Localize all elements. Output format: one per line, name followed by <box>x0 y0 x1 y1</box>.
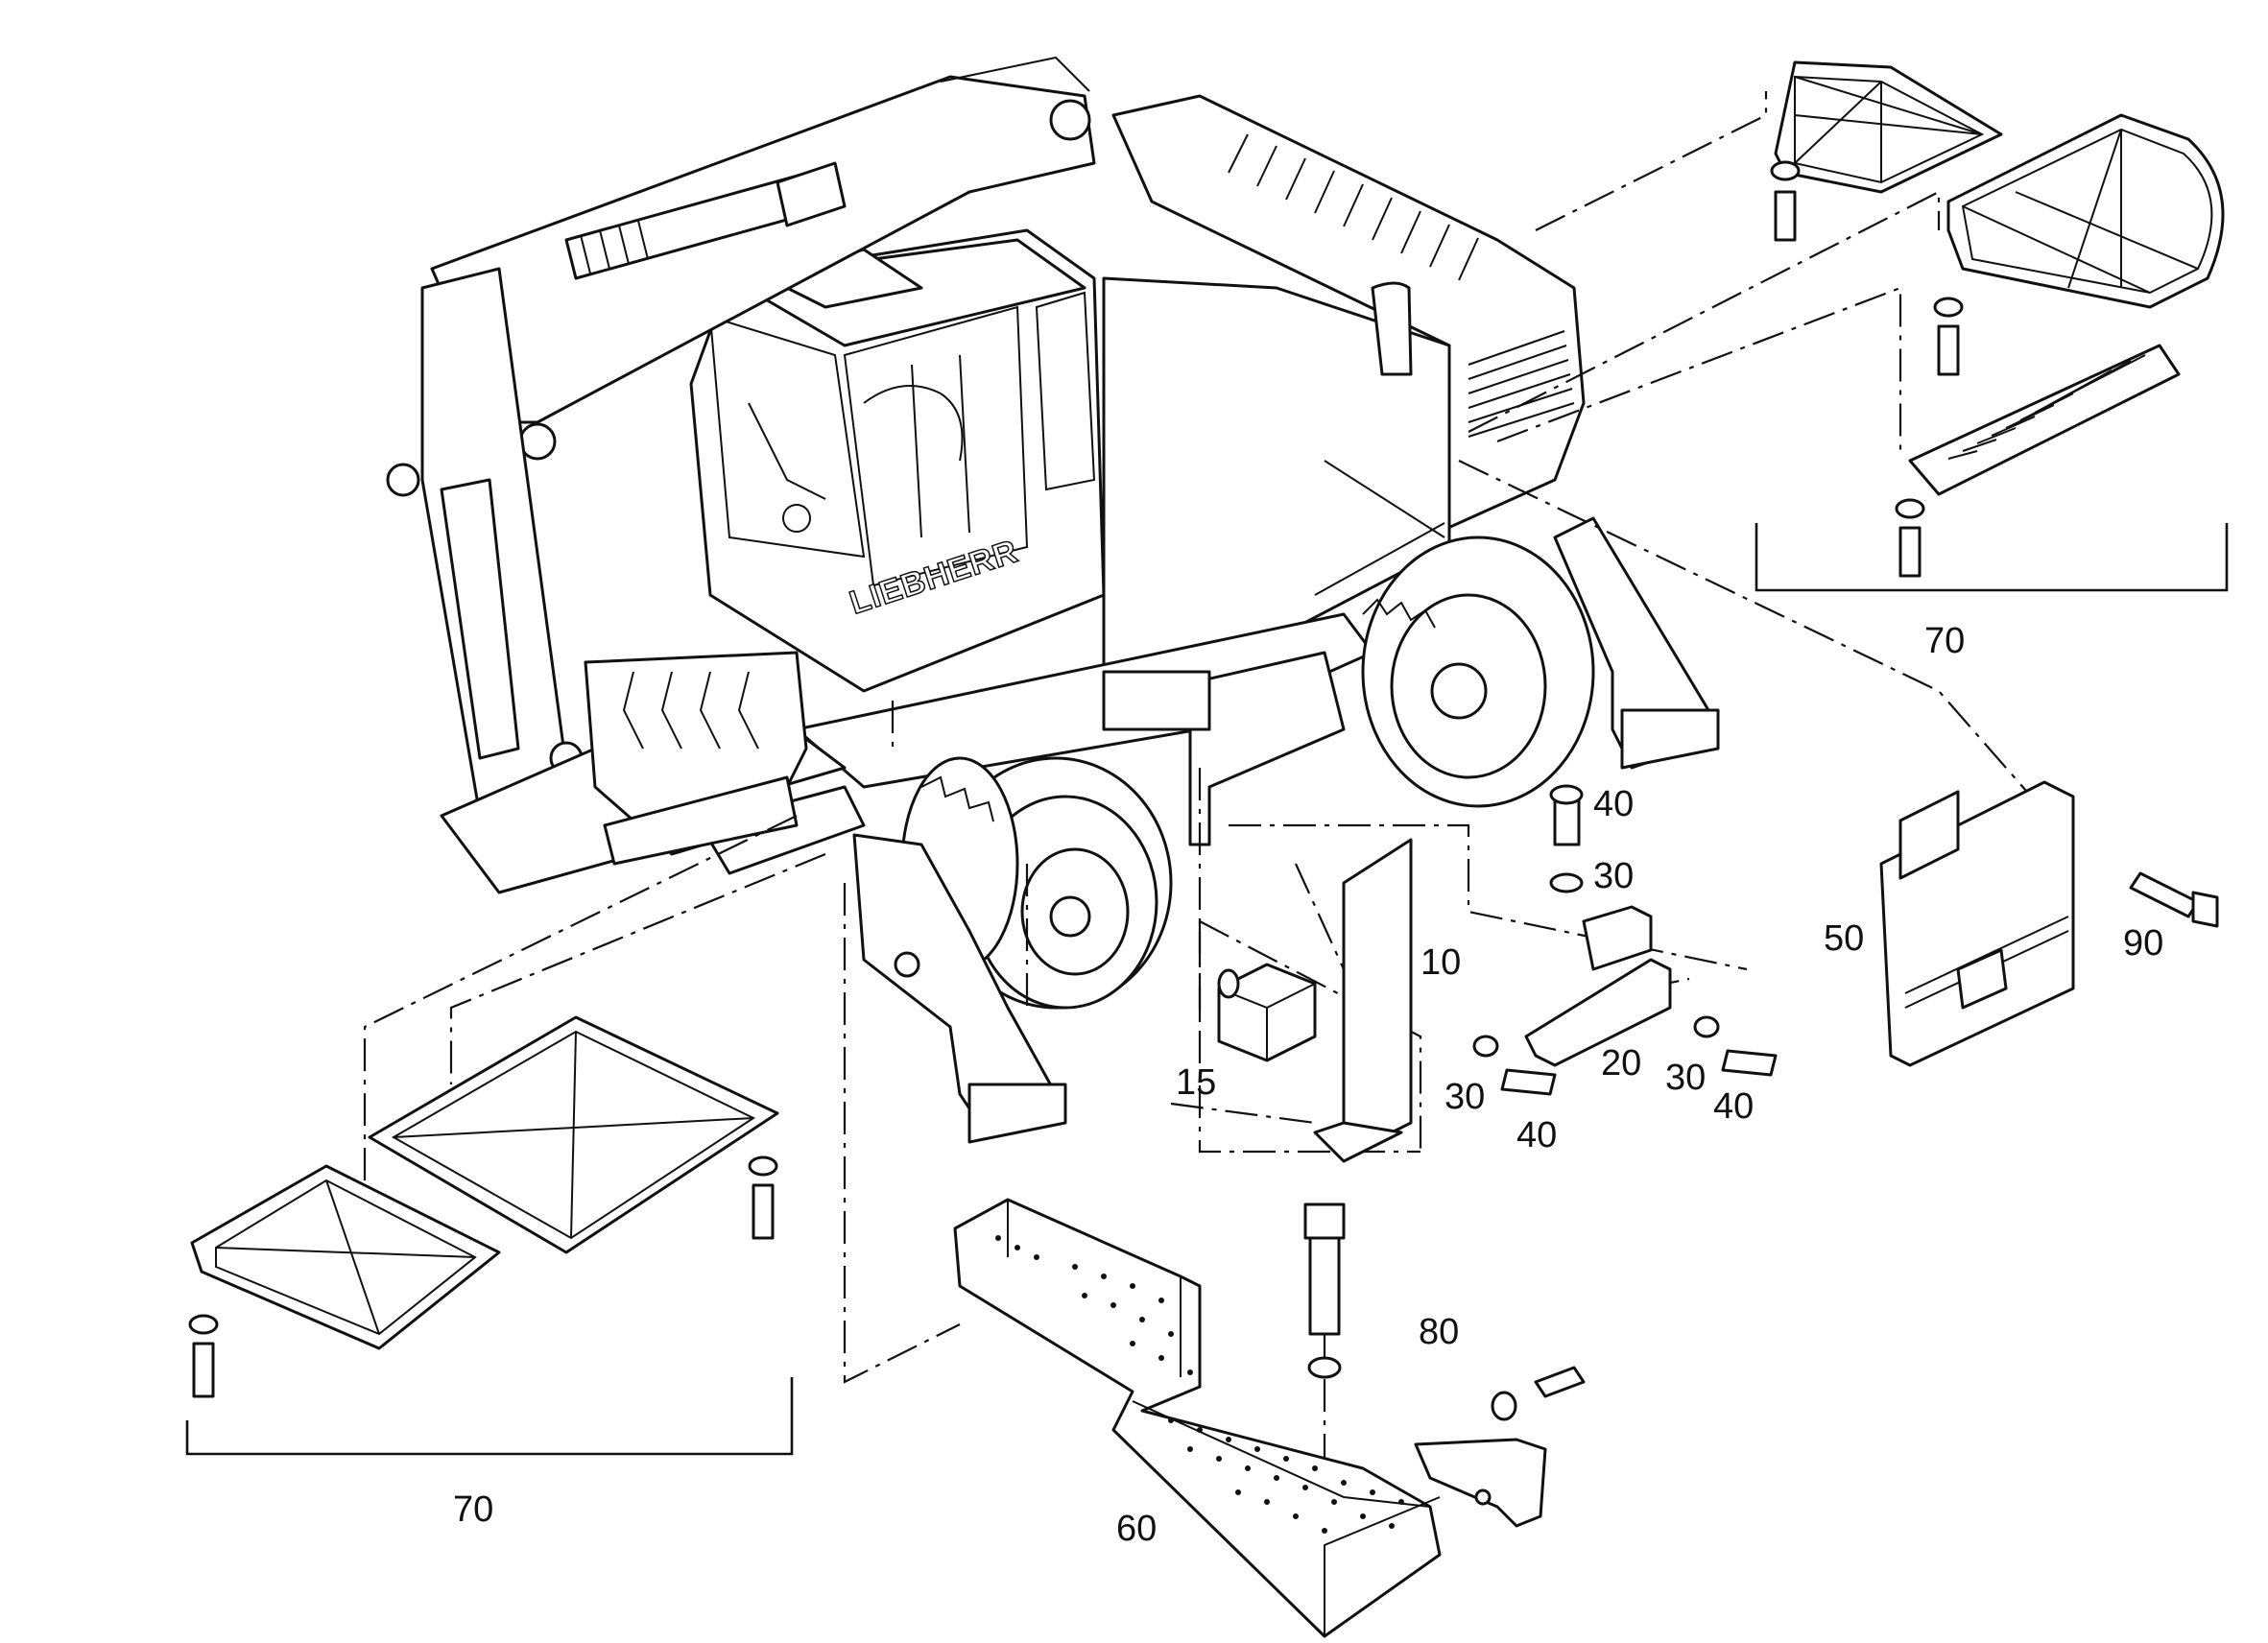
label-part-80: 80 <box>1419 1312 1459 1352</box>
part-15-sensor <box>1217 963 1317 1062</box>
label-part-90: 90 <box>2123 923 2163 964</box>
label-part-60: 60 <box>1116 1509 1157 1549</box>
part-10-bracket <box>1313 838 1413 1163</box>
part-90-bolt <box>2129 871 2219 928</box>
label-part-40-a: 40 <box>1593 784 1634 824</box>
label-part-40-c: 40 <box>1713 1086 1754 1127</box>
label-part-30-b: 30 <box>1444 1077 1485 1117</box>
excavator-illustration: LIEBHERR <box>386 56 1720 1144</box>
part-30-40-fasteners <box>1472 784 1778 1096</box>
part-70-cover-plates-bottom <box>185 1015 794 1456</box>
label-part-10: 10 <box>1420 942 1461 983</box>
part-60-step <box>953 1198 1442 1638</box>
part-number-labels: 10 15 20 30 30 30 40 40 40 50 60 70 70 8… <box>453 621 2163 1549</box>
label-part-30-a: 30 <box>1593 856 1634 896</box>
part-50-side-panel <box>1879 780 2075 1067</box>
part-20-bracket <box>1524 905 1672 1067</box>
label-part-20: 20 <box>1601 1043 1641 1083</box>
label-part-50: 50 <box>1824 918 1864 959</box>
label-part-30-c: 30 <box>1665 1058 1706 1098</box>
label-part-40-b: 40 <box>1516 1115 1557 1155</box>
part-70-cover-plates-top <box>1755 60 2229 592</box>
label-part-15: 15 <box>1176 1062 1216 1103</box>
part-80-bracket-and-bolts <box>1303 1202 1586 1528</box>
label-part-70-bottom: 70 <box>453 1489 493 1530</box>
label-part-70-top: 70 <box>1924 621 1965 661</box>
